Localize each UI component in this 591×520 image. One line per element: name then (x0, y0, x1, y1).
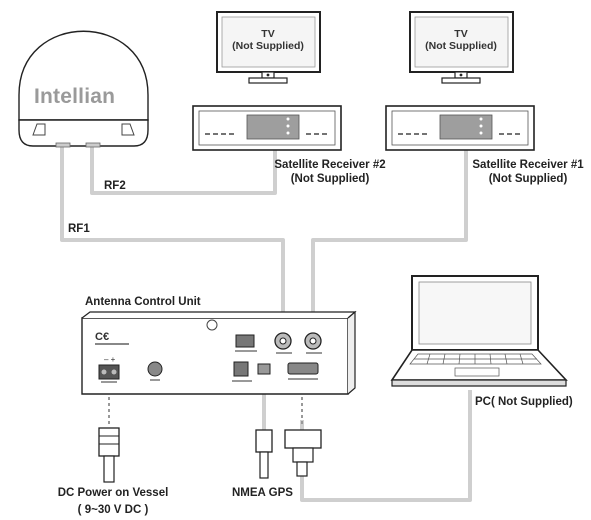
receiver-1-label: Satellite Receiver #1 (Not Supplied) (472, 158, 583, 186)
tv-1-title: TV (454, 28, 468, 40)
svg-text:– +: – + (104, 355, 116, 364)
satellite-receiver-1 (385, 105, 535, 151)
acu-label: Antenna Control Unit (85, 296, 201, 308)
nmea-gps-plug (255, 429, 273, 479)
rf2-label: RF2 (104, 180, 126, 192)
svg-text:C€: C€ (95, 331, 109, 343)
dc-power-range: ( 9~30 V DC ) (77, 504, 149, 516)
pc-cable (300, 390, 472, 502)
antenna-radome (18, 30, 149, 148)
receiver-1-note: (Not Supplied) (488, 173, 568, 185)
tv-1-label: TV (Not Supplied) (425, 28, 497, 52)
rf1-cable (60, 146, 285, 335)
nmea-gps-label: NMEA GPS (232, 487, 293, 499)
serial-connector (284, 429, 322, 477)
tv-2 (216, 11, 321, 84)
tv-2-note: (Not Supplied) (232, 40, 304, 52)
antenna-control-unit: C€ – + (81, 310, 357, 395)
dc-power-plug (98, 427, 120, 483)
tv-2-label: TV (Not Supplied) (232, 28, 304, 52)
satellite-receiver-2 (192, 105, 342, 151)
dc-power-title: DC Power on Vessel (57, 487, 169, 499)
receiver-1-title: Satellite Receiver #1 (472, 159, 584, 171)
receiver-2-label: Satellite Receiver #2 (Not Supplied) (274, 158, 385, 186)
laptop-pc (390, 275, 568, 387)
rf1-label: RF1 (68, 223, 90, 235)
tv-2-title: TV (261, 28, 275, 40)
pc-label: PC( Not Supplied) (475, 396, 573, 408)
receiver-2-note: (Not Supplied) (290, 173, 370, 185)
dc-power-label: DC Power on Vessel ( 9~30 V DC ) (58, 486, 169, 517)
receiver-2-title: Satellite Receiver #2 (274, 159, 386, 171)
receiver1-cable (311, 150, 468, 335)
tv-1-note: (Not Supplied) (425, 40, 497, 52)
tv-1 (409, 11, 514, 84)
antenna-brand-logo: Intellian (34, 85, 116, 108)
rf2-cable (90, 146, 277, 195)
